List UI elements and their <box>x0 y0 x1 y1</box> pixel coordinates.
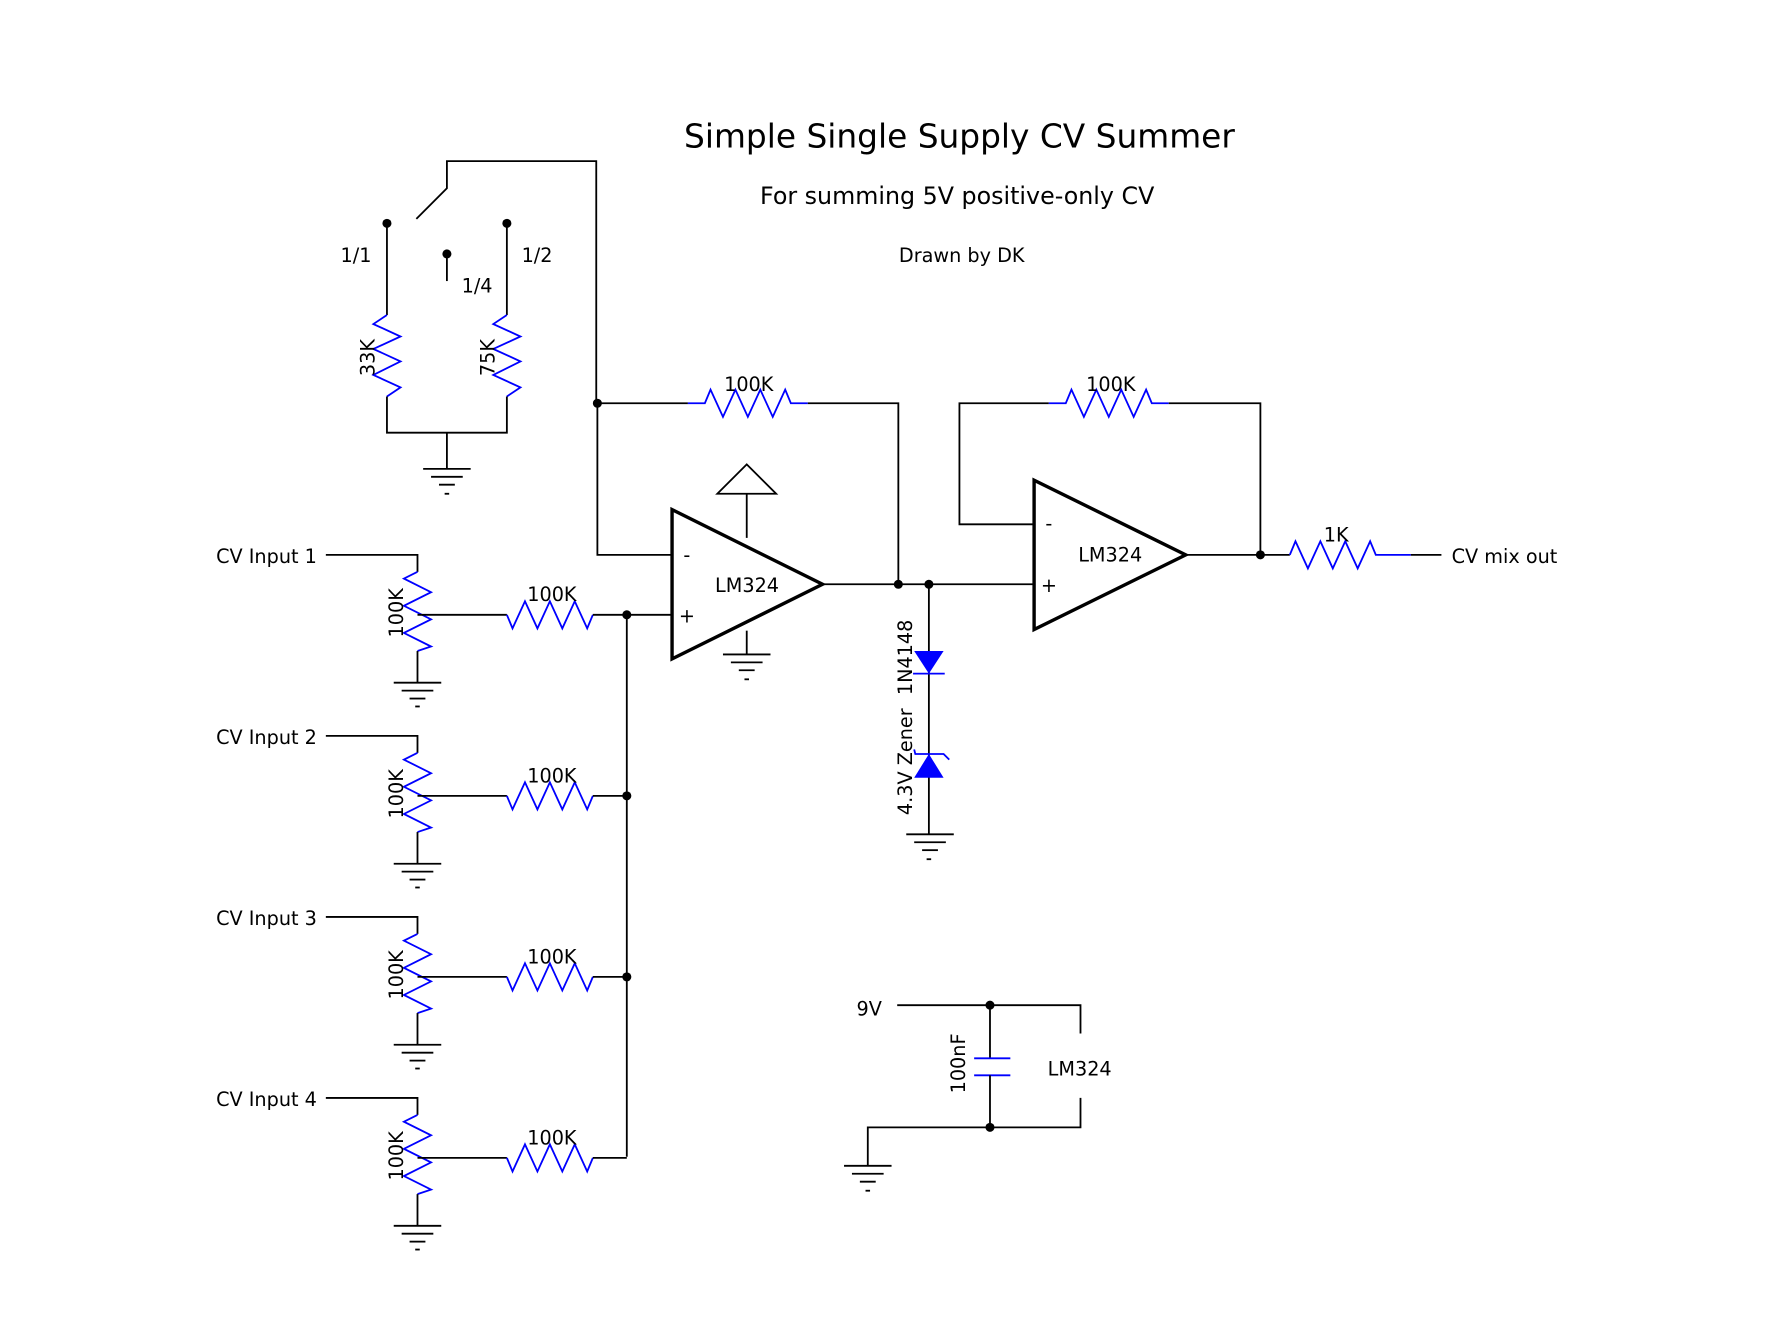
schematic-title: Simple Single Supply CV Summer <box>684 118 1235 156</box>
potentiometer[interactable] <box>401 752 434 833</box>
opamp1-noninv-sign: + <box>679 605 695 628</box>
input-channels: CV Input 1 100K 100K CV Input 2 100K 100K CV I… <box>216 545 627 1251</box>
gain-switch[interactable]: 1/1 1/4 1/2 <box>341 160 598 404</box>
output-resistor-label: 1K <box>1324 523 1349 546</box>
potentiometer[interactable] <box>401 933 434 1014</box>
pot-value-label: 100K <box>385 769 408 819</box>
capacitor-label: 100nF <box>947 1033 970 1093</box>
author-credit: Drawn by DK <box>899 244 1025 267</box>
output-resistor-1k <box>1288 539 1411 571</box>
opamp1-triangle <box>670 506 827 662</box>
cv-input-label[interactable]: CV Input 3 <box>216 907 317 930</box>
opamp1: LM324 - + <box>670 506 827 662</box>
potentiometer[interactable] <box>401 571 434 652</box>
pot-value-label: 100K <box>385 950 408 1000</box>
resistor-33k <box>371 314 403 398</box>
supply-rail-icon <box>715 463 779 538</box>
resistor-75k <box>491 314 523 398</box>
input-wire <box>325 916 419 934</box>
zener-diode-icon <box>913 749 950 778</box>
pot-value-label: 100K <box>385 1131 408 1181</box>
zener-label: 4.3V Zener <box>894 708 917 815</box>
capacitor-icon <box>974 1057 1011 1077</box>
input-resistor-label: 100K <box>527 583 577 606</box>
opamp1-feedback-label: 100K <box>724 373 774 396</box>
opamp2-feedback-resistor <box>1048 387 1169 419</box>
ground-icon <box>906 833 954 861</box>
opamp1-inv-sign: - <box>683 544 690 567</box>
cv-input-label[interactable]: CV Input 4 <box>216 1088 317 1111</box>
resistor-33k-label: 33K <box>356 339 379 376</box>
junction-node <box>893 579 903 589</box>
switch-label-1-4: 1/4 <box>462 274 493 297</box>
opamp1-label: LM324 <box>715 574 779 597</box>
input-resistor <box>506 599 594 631</box>
ground-icon <box>844 1164 892 1192</box>
opamp1-feedback-resistor <box>687 387 808 419</box>
opamp2-triangle <box>1032 477 1190 633</box>
opamp2-noninv-sign: + <box>1041 574 1057 597</box>
resistor-75k-label: 75K <box>476 339 499 376</box>
opamp2-label: LM324 <box>1078 544 1142 567</box>
input-resistor-label: 100K <box>527 764 577 787</box>
switch-label-1-1: 1/1 <box>341 244 372 267</box>
cv-input-label[interactable]: CV Input 1 <box>216 545 317 568</box>
potentiometer[interactable] <box>401 1114 434 1195</box>
opamp2: LM324 - + <box>1032 477 1190 633</box>
pot-value-label: 100K <box>385 588 408 638</box>
output-label[interactable]: CV mix out <box>1452 545 1558 568</box>
input-resistor <box>506 961 594 993</box>
input-resistor-label: 100K <box>527 945 577 968</box>
ground-icon <box>423 467 471 495</box>
diode-1n4148-icon <box>913 651 945 675</box>
input-wire <box>325 1097 419 1115</box>
input-resistor <box>506 1142 594 1174</box>
input-resistor <box>506 780 594 812</box>
cv-input-label[interactable]: CV Input 2 <box>216 726 317 749</box>
switch-wiper-wire <box>415 160 598 404</box>
supply-voltage-label: 9V <box>856 997 881 1020</box>
power-chip-label: LM324 <box>1048 1057 1112 1080</box>
diode-label: 1N4148 <box>894 620 917 696</box>
input-wire <box>325 734 419 753</box>
schematic-subtitle: For summing 5V positive-only CV <box>760 182 1155 210</box>
switch-label-1-2: 1/2 <box>522 244 553 267</box>
opamp2-inv-sign: - <box>1045 512 1052 535</box>
ground-icon <box>722 653 771 681</box>
input-wire <box>325 553 419 572</box>
input-resistor-label: 100K <box>527 1126 577 1149</box>
opamp2-feedback-label: 100K <box>1086 373 1136 396</box>
junction-node <box>1255 550 1265 560</box>
